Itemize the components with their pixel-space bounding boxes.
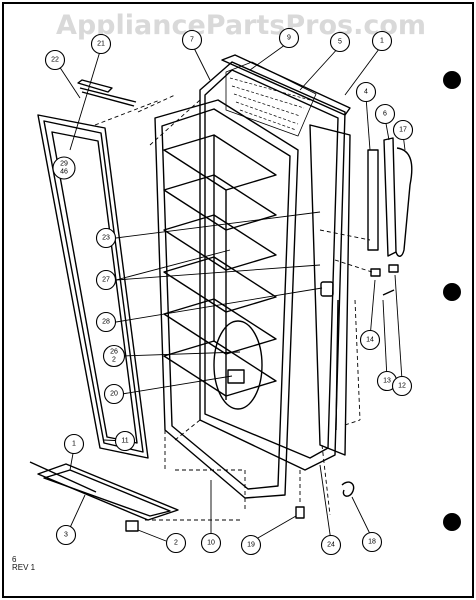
label-10: 10: [207, 540, 215, 547]
label-4: 4: [364, 89, 368, 96]
callout-1b: [63, 433, 85, 455]
label-1b: 1: [72, 441, 76, 448]
breaker-strip: [77, 79, 137, 107]
label-3: 3: [64, 532, 68, 539]
callout-19: [240, 534, 262, 556]
door-gasket: [37, 114, 149, 459]
label-17: 17: [399, 127, 407, 134]
callout-18: [361, 531, 383, 553]
alignment-guides: [94, 94, 373, 521]
callout-1a: [371, 30, 393, 52]
revision-note: 6 REV 1: [12, 556, 35, 572]
label-23: 23: [102, 235, 110, 242]
label-26: 26: [110, 349, 118, 356]
callout-24: [320, 534, 342, 556]
callout-9: [278, 27, 300, 49]
binder-hole-top: [443, 71, 461, 89]
callout-29: [52, 156, 76, 180]
callout-5: [329, 31, 351, 53]
label-26-sub: 2: [112, 357, 116, 364]
leader-lines: [58, 41, 406, 543]
callout-28: [95, 311, 117, 333]
callout-12: [391, 375, 413, 397]
callout-4: [355, 81, 377, 103]
label-22: 22: [51, 57, 59, 64]
label-29-sub: 46: [60, 169, 68, 176]
door-handle-assembly: [367, 137, 413, 257]
callout-21: [90, 33, 112, 55]
label-5: 5: [338, 39, 342, 46]
label-18: 18: [368, 539, 376, 546]
label-14: 14: [366, 337, 374, 344]
callout-2: [165, 532, 187, 554]
callout-7: [181, 29, 203, 51]
spring-clip: [341, 481, 355, 497]
label-6: 6: [383, 111, 387, 118]
label-20: 20: [110, 391, 118, 398]
callout-27: [95, 269, 117, 291]
label-19: 19: [247, 542, 255, 549]
label-21: 21: [97, 41, 105, 48]
binder-hole-bottom: [443, 513, 461, 531]
bottom-clip: [125, 520, 139, 532]
callout-labels: 22 21 7 9 5 1 4 6 17 29 46 23 27 28 26 2…: [51, 35, 407, 549]
label-11: 11: [121, 438, 128, 445]
bottom-trim: [29, 461, 179, 521]
callout-17: [392, 119, 414, 141]
callout-22: [44, 49, 66, 71]
callout-circles: [44, 27, 414, 556]
label-7: 7: [190, 37, 194, 44]
hinge-hardware: [370, 264, 399, 296]
door-stop-plug: [320, 281, 334, 297]
label-2: 2: [174, 540, 178, 547]
callout-6: [374, 103, 396, 125]
binder-hole-middle: [443, 283, 461, 301]
callout-20: [103, 383, 125, 405]
label-13: 13: [383, 378, 391, 385]
label-24: 24: [327, 542, 335, 549]
label-1a: 1: [380, 38, 384, 45]
callout-11: [114, 430, 136, 452]
door-back: [309, 124, 351, 456]
callout-10: [200, 532, 222, 554]
callout-14: [359, 329, 381, 351]
label-27: 27: [102, 277, 110, 284]
door-screw: [295, 506, 305, 519]
callout-23: [95, 227, 117, 249]
label-12: 12: [398, 383, 406, 390]
label-9: 9: [287, 35, 291, 42]
label-28: 28: [102, 319, 110, 326]
callout-3: [55, 524, 77, 546]
label-29: 29: [60, 161, 68, 168]
revision-label: REV 1: [12, 563, 36, 572]
revision-page: 6: [12, 555, 17, 564]
callout-26: [102, 344, 126, 368]
hinge-screw: [370, 268, 381, 277]
